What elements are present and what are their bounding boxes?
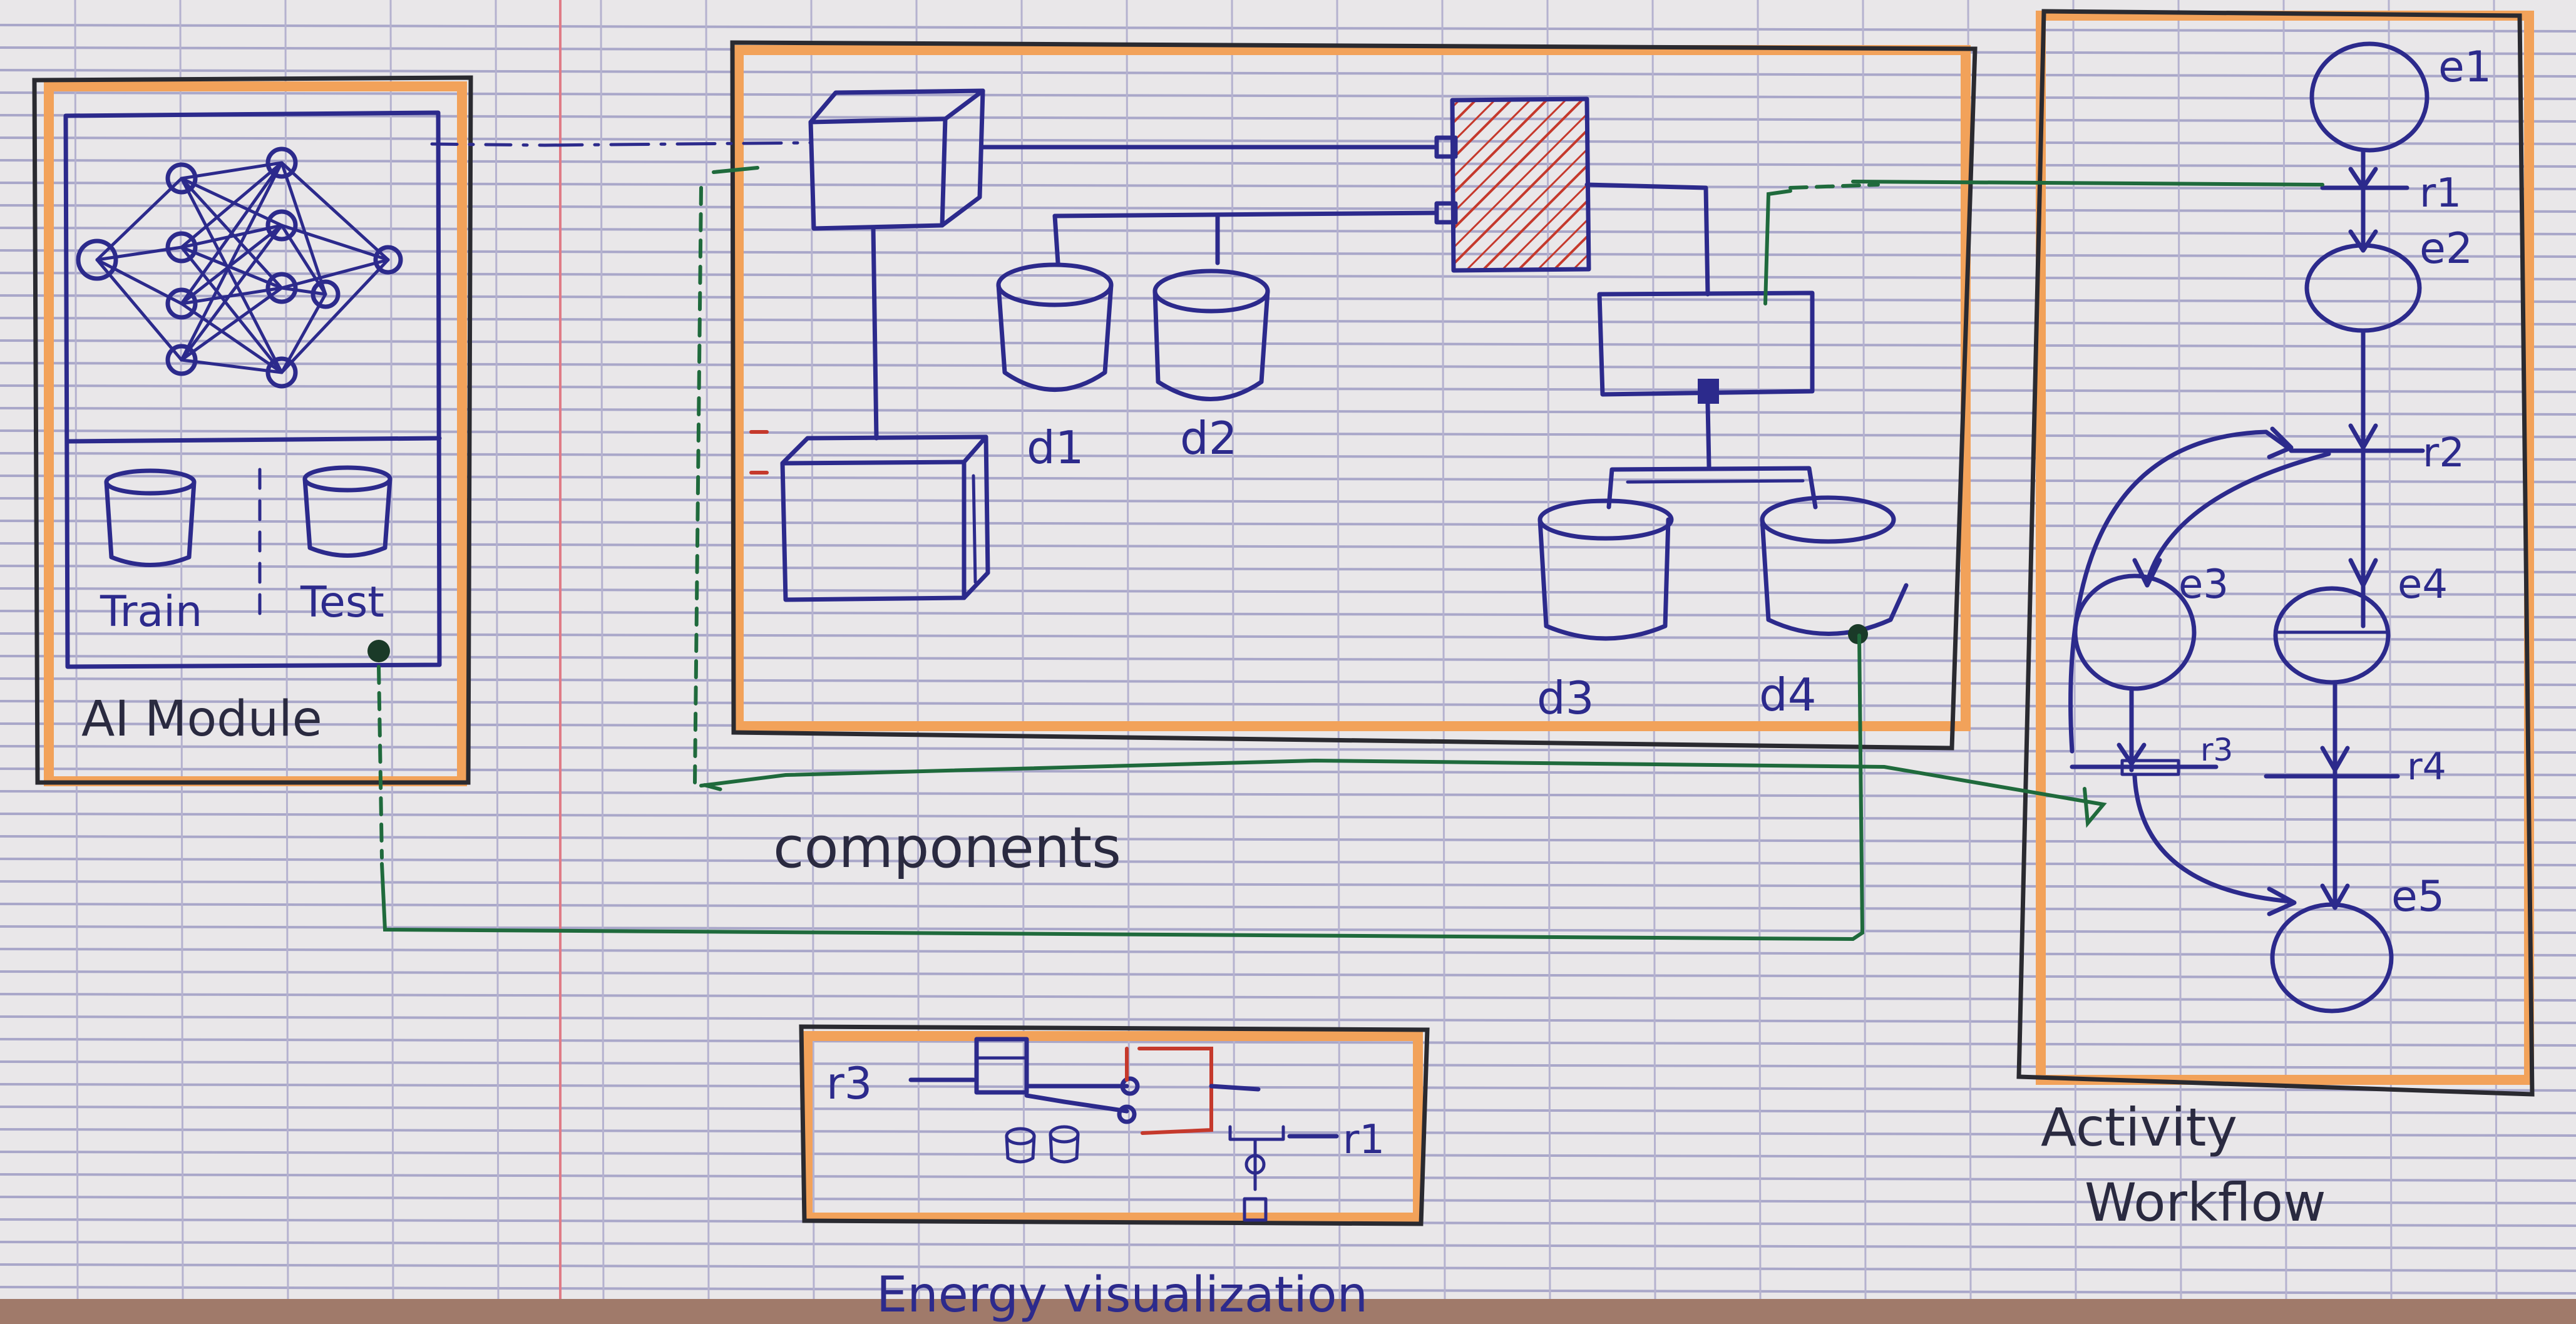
desk-edge [0,1299,2576,1324]
ai-module-title: AI Module [81,691,322,747]
r4-label: r4 [2407,745,2446,789]
place-e2 [2304,243,2422,333]
e5-label: e5 [2391,872,2445,921]
connectors [377,141,2324,942]
database-d3-icon [1537,498,1674,641]
database-d4-icon [1760,495,1909,636]
aggregator-box [1597,290,1815,397]
place-e3 [2073,573,2197,691]
ai-module: Train Test AI Module [32,75,473,786]
components-title: components [773,815,1121,881]
d1-label: d1 [1027,421,1084,474]
workflow-title-line1: Activity [2041,1097,2237,1158]
e3-label: e3 [2178,562,2229,608]
energy-small-drums [1005,1125,1080,1164]
database-d1-icon [996,262,1114,392]
energy-r1-label: r1 [1343,1117,1385,1163]
energy-node-box [974,1037,1029,1095]
server-cube-bottom [780,434,990,602]
e4-label: e4 [2398,562,2448,608]
r1-label: r1 [2419,170,2461,217]
hatched-module [1452,100,1587,269]
energy-r3-label: r3 [826,1058,872,1109]
energy-visualization-module: r3 r1 Energy visualization [799,1024,1430,1323]
place-e1 [2309,41,2430,153]
energy-visualization-title: Energy visualization [876,1267,1368,1323]
server-cube-top [808,88,985,231]
d3-label: d3 [1537,672,1594,724]
train-label: Train [100,587,202,637]
components-module: d1 d2 d3 d4 components [692,40,1978,881]
database-d2-icon [1152,269,1270,401]
place-e4 [2273,586,2391,685]
test-label: Test [300,578,384,627]
ai-output-port [367,640,390,662]
e2-label: e2 [2419,224,2473,274]
r2-label: r2 [2423,430,2465,476]
d4-label: d4 [1759,669,1817,721]
place-e5 [2270,902,2394,1014]
workflow-title-line2: Workflow [2085,1172,2326,1233]
e1-label: e1 [2438,43,2491,92]
aggregator-port [1698,379,1719,404]
test-dataset-icon [302,465,393,558]
neural-network-icon [76,146,403,389]
train-dataset-icon [104,468,197,567]
r3-label: r3 [2200,732,2233,768]
d2-label: d2 [1180,412,1238,464]
activity-workflow-module: e1 r1 e2 r2 e3 e4 r3 [2016,9,2535,1233]
